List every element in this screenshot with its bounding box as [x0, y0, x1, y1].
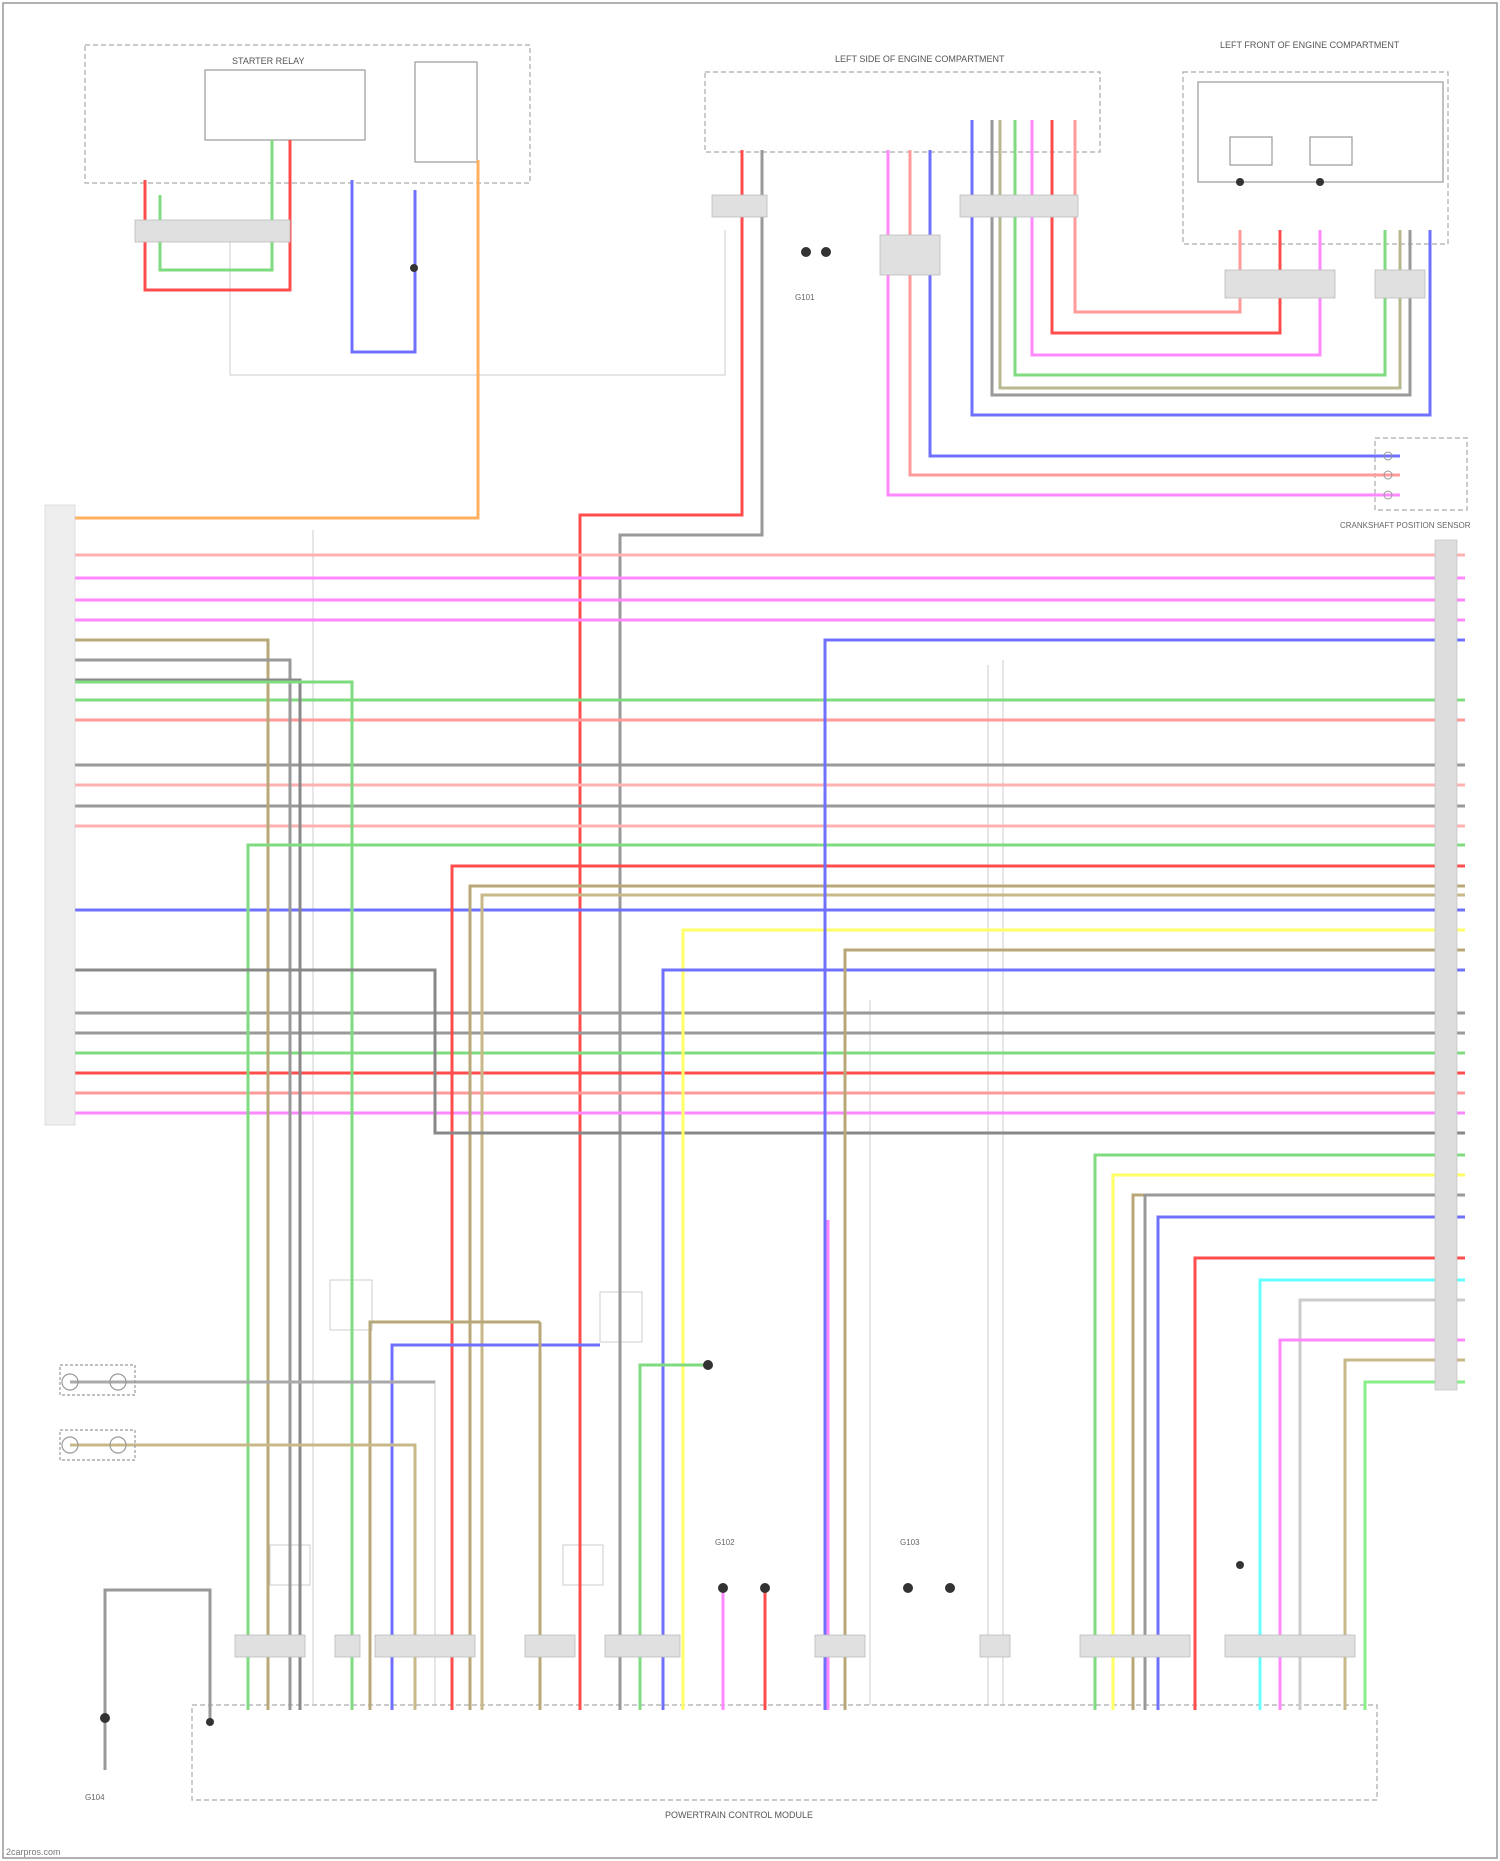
wire-blue-relay-loop [352, 180, 415, 352]
drop-olive3-left [482, 895, 1465, 1710]
drop-right-tan [1345, 1360, 1465, 1710]
splice-12 [1316, 178, 1324, 186]
pcm-conn-1 [235, 1635, 305, 1657]
top-conn-center [712, 195, 767, 217]
pin-block-right [1435, 540, 1457, 1390]
drop-grey-left [48, 660, 290, 1710]
drop-right-grey [1145, 1195, 1465, 1710]
splice-13 [1236, 1561, 1244, 1569]
top-conn-right [960, 195, 1078, 217]
ground-wire [105, 1590, 210, 1770]
engine-compartment-box [705, 72, 1100, 152]
splice-8 [100, 1713, 110, 1723]
top-conn-far-right [1375, 270, 1425, 298]
splice-6 [945, 1583, 955, 1593]
drop-grey2-left [48, 680, 300, 1710]
label-crank-sensor: CRANKSHAFT POSITION SENSOR [1340, 521, 1471, 530]
splice-5 [903, 1583, 913, 1593]
label-left-front: LEFT FRONT OF ENGINE COMPARTMENT [1220, 40, 1400, 50]
left-front-relay-b [1310, 137, 1352, 165]
label-ground-3: G103 [900, 1538, 920, 1547]
pcm-conn-3 [375, 1635, 475, 1657]
drop-right-green2 [1365, 1382, 1465, 1710]
top-conn-mid-right [1225, 270, 1335, 298]
drop-red-left [452, 866, 1465, 1710]
label-starter-relay: STARTER RELAY [232, 56, 305, 66]
splice-1 [801, 247, 811, 257]
pcm-conn-8 [1080, 1635, 1190, 1657]
watermark: 2carpros.com [6, 1847, 61, 1857]
drop-right-yellow [1113, 1175, 1465, 1710]
right-connector-pins [1435, 540, 1457, 1390]
splice-10 [410, 264, 418, 272]
left-connector-pins [45, 505, 75, 1125]
guide-box-c [563, 1545, 603, 1585]
drop-olive-ground2 [70, 1445, 415, 1710]
splice-2 [821, 247, 831, 257]
wire-green-relay-loop [160, 140, 272, 270]
label-engine-compartment: LEFT SIDE OF ENGINE COMPARTMENT [835, 54, 1005, 64]
pcm-conn-6 [815, 1635, 865, 1657]
right-loop-wires [972, 120, 1430, 415]
drop-olive-left [48, 640, 268, 1710]
pcm-conn-4 [525, 1635, 575, 1657]
drop-green-left [248, 845, 1465, 1710]
pin-block-left [45, 505, 75, 1125]
wire-green-right-loop [1015, 120, 1385, 375]
label-ground-2: G102 [715, 1538, 735, 1547]
wire-salmon-right-loop [1075, 120, 1240, 312]
fuse-inner [415, 62, 477, 162]
left-front-inner [1198, 82, 1443, 182]
pcm-conn-2 [335, 1635, 360, 1657]
wire-red-relay-loop [145, 140, 290, 290]
splice-3 [718, 1583, 728, 1593]
splice-9 [206, 1718, 214, 1726]
label-ground-1: G101 [795, 293, 815, 302]
splice-dots [100, 178, 1324, 1726]
pcm-conn-9 [1225, 1635, 1355, 1657]
starter-relay-inner [205, 70, 365, 140]
wire-olive-right-loop [1000, 120, 1400, 388]
top-conn-left [135, 220, 290, 242]
relay-inner-boxes [205, 62, 1443, 182]
left-front-relay-a [1230, 137, 1272, 165]
left-front-box [1183, 72, 1448, 244]
starter-relay-wires [55, 140, 478, 518]
splice-7 [703, 1360, 713, 1370]
pcm-conn-5 [605, 1635, 680, 1657]
label-pcm: POWERTRAIN CONTROL MODULE [665, 1810, 813, 1820]
pcm-conn-7 [980, 1635, 1010, 1657]
label-ground-4: G104 [85, 1793, 105, 1802]
drop-green-left-2 [48, 682, 352, 1710]
top-conn-right-2 [880, 235, 940, 275]
wire-blue-right-loop [972, 120, 1430, 415]
drop-green-center [640, 1365, 708, 1710]
right-drop-wires [1095, 1155, 1465, 1710]
splice-11 [1236, 178, 1244, 186]
pcm-box [192, 1705, 1377, 1800]
splice-4 [760, 1583, 770, 1593]
drop-yellow-center [683, 930, 1465, 1710]
drop-olive-center [845, 950, 1465, 1710]
